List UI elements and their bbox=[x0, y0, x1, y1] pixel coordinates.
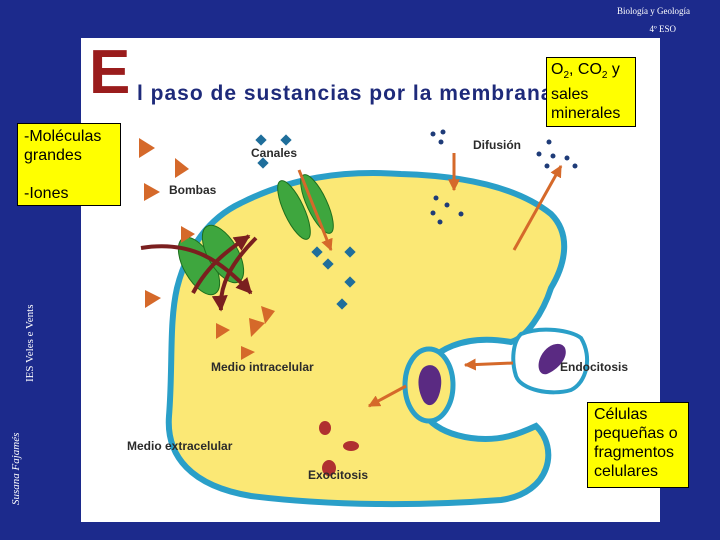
channel-arrow bbox=[297, 169, 333, 252]
pump-arrow-1 bbox=[140, 244, 253, 295]
o2-subscript: 2 bbox=[563, 70, 570, 82]
membrane-diagram bbox=[139, 129, 590, 508]
cell-membrane bbox=[165, 170, 568, 508]
exocitosis-arrow bbox=[367, 384, 407, 408]
label-bombas: Bombas bbox=[169, 183, 217, 197]
co2-label: , CO bbox=[569, 61, 602, 78]
endocytosis-arrow bbox=[463, 358, 514, 371]
small-molecules-rest: y sales minerales bbox=[551, 61, 621, 123]
pump-arrow-3 bbox=[191, 234, 251, 294]
ions-line: -Iones bbox=[24, 185, 69, 202]
channel-right bbox=[300, 174, 334, 234]
label-difusion: Difusión bbox=[473, 138, 521, 152]
channel-left bbox=[277, 180, 311, 240]
label-canales: Canales bbox=[251, 146, 298, 160]
author-name: Susana Fajamés bbox=[10, 432, 22, 505]
school-name: IES Veles e Vents bbox=[24, 304, 36, 382]
exocitosis-particle-3 bbox=[322, 460, 336, 476]
co2-subscript: 2 bbox=[601, 70, 608, 82]
exocitosis-particle-1 bbox=[319, 421, 331, 435]
vesicle-content bbox=[418, 365, 442, 406]
cells-box: Células pequeñas o fragmentos celulares bbox=[587, 402, 689, 488]
title-initial: E bbox=[89, 38, 131, 107]
o2-label: O bbox=[551, 61, 564, 78]
label-exocitosis: Exocitosis bbox=[308, 468, 369, 482]
page-title: l paso de sustancias por la membrana bbox=[137, 82, 554, 105]
large-molecules-line: -Moléculas grandes bbox=[24, 128, 102, 164]
diffusion-arrow-out bbox=[512, 164, 563, 251]
small-molecules-box: O2, CO2 y sales minerales bbox=[546, 57, 636, 127]
large-molecules-box: -Moléculas grandes -Iones bbox=[17, 123, 121, 206]
label-medio-intracelular: Medio intracelular bbox=[211, 360, 314, 374]
orange-triangles bbox=[139, 138, 275, 360]
header-subject: Biología y Geología bbox=[617, 6, 690, 16]
header-level: 4º ESO bbox=[649, 24, 676, 34]
diffusion-dots bbox=[430, 129, 578, 225]
label-medio-extracelular: Medio extracelular bbox=[127, 439, 233, 453]
endocytosis-particle bbox=[538, 343, 566, 375]
label-endocitosis: Endocitosis bbox=[560, 360, 629, 374]
exocitosis-particle-2 bbox=[343, 441, 359, 451]
